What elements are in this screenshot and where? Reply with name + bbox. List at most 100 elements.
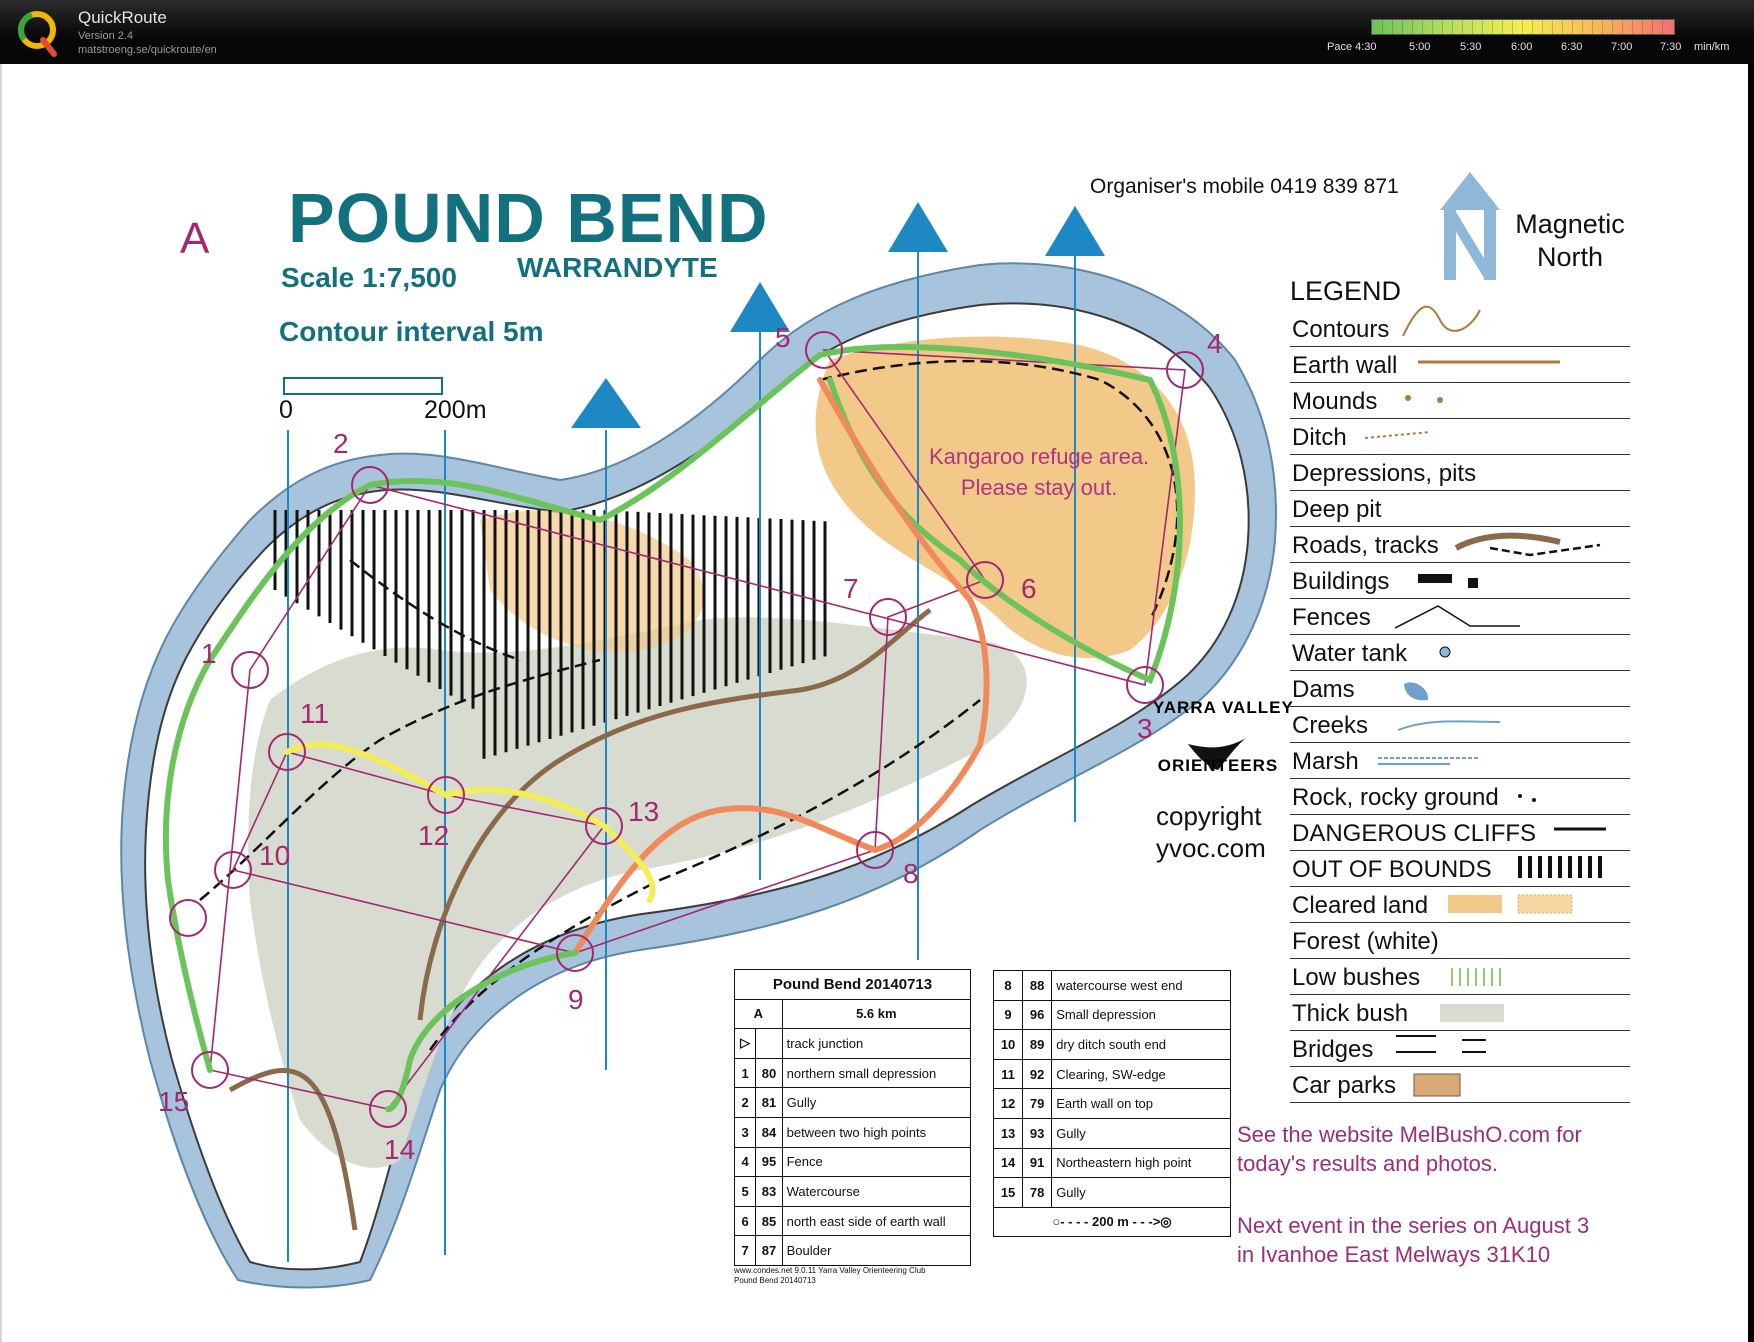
legend-item: Cleared land [1292,892,1429,919]
control-code: 89 [1022,1029,1053,1060]
pace-bar-tick [1452,20,1453,34]
finish-circle-icon: - - ->◎ [1132,1214,1172,1230]
road [417,608,932,1021]
pace-color-bar [1371,19,1675,35]
road [228,1067,358,1231]
legend-underline [1290,994,1630,995]
pace-bar-tick [1472,20,1473,34]
control-number: 2 [333,428,349,459]
finish-distance: 200 m [1091,1214,1129,1230]
tracks [199,359,1179,1051]
legend-underline [1290,850,1630,851]
map-title: POUND BEND [288,179,769,257]
pace-bar-tick [1592,20,1593,34]
pace-bar-tick [1632,20,1633,34]
club-logo-text: YARRA VALLEY ORIENTEERS [1153,698,1293,776]
legend-underline [1290,1030,1630,1031]
pace-bar-tick [1462,20,1463,34]
control-desc: Small depression [1051,999,1231,1031]
pace-label: 7:30 [1660,41,1682,53]
map-scale: Scale 1:7,500 [281,262,457,293]
control-number: 1 [201,638,217,669]
pace-bar-tick [1392,20,1393,34]
legend-item: Thick bush [1292,1000,1409,1027]
pace-bar-tick [1642,20,1643,34]
control-num: 2 [733,1087,757,1118]
magnetic-north-icon [1440,172,1500,280]
pace-unit: min/km [1694,41,1730,53]
start-triangle-icon: ▷ [733,1028,757,1059]
gps-route [162,344,1183,1113]
legend-item: Roads, tracks [1292,532,1439,559]
legend-item: Water tank [1292,640,1408,667]
control-desc: dry ditch south end [1051,1029,1231,1060]
control-code: 91 [1022,1147,1053,1179]
quickroute-header: QuickRoute Version 2.4 matstroeng.se/qui… [0,0,1754,64]
control-number: 8 [903,858,919,889]
app-url[interactable]: matstroeng.se/quickroute/en [78,44,217,56]
control-num: 15 [992,1177,1024,1208]
control-number: 14 [384,1134,416,1165]
control-desc: Gully [1051,1177,1231,1208]
cleared-land [815,336,1195,659]
control-desc: watercourse west end [1051,970,1231,1001]
scalebar-start: 0 [279,396,293,424]
pace-bar-tick [1382,20,1383,34]
scalebar-end: 200m [424,396,487,424]
legend-underline [1290,634,1630,635]
legend-underline [1290,958,1630,959]
legend-item: Fences [1292,604,1371,631]
legend-underline [1290,1066,1630,1067]
website-line-2: today's results and photos. [1237,1151,1499,1176]
refuge-line-2: Please stay out. [960,475,1118,500]
pace-bar-tick [1602,20,1603,34]
control-number: 15 [158,1086,190,1117]
control-number: 9 [568,984,584,1015]
course-table-title: Pound Bend 20140713 [734,969,971,1000]
pace-bar-tick [1562,20,1563,34]
app-name: QuickRoute [78,8,167,27]
legend-item: Buildings [1292,568,1390,595]
pace-bar-tick [1432,20,1433,34]
control-num: 6 [733,1205,757,1237]
start-description: track junction [781,1028,972,1059]
legend-underline [1290,526,1630,527]
legend-item: Creeks [1292,712,1369,739]
quickroute-logo-icon [18,11,57,57]
magnetic-north-label: Magnetic North [1515,209,1625,272]
pace-bar-tick [1572,20,1573,34]
pace-bar-tick [1542,20,1543,34]
legend-underline [1290,418,1630,419]
control-num: 10 [992,1029,1024,1060]
pace-label: Pace 4:30 [1327,41,1377,53]
course-name: A [734,998,783,1030]
control-desc: northern small depression [781,1057,972,1089]
next-event-note: Next event in the series on August 3 in … [1237,1211,1589,1269]
pace-bar-tick [1582,20,1583,34]
next-line-2: in Ivanhoe East Melways 31K10 [1237,1242,1551,1267]
legend-underline [1290,778,1630,779]
control-code: 80 [755,1057,783,1089]
legend-underline [1290,1102,1630,1103]
refuge-line-1: Kangaroo refuge area. [929,444,1150,469]
legend-underline [1290,490,1630,491]
pace-bar-tick [1522,20,1523,34]
map-canvas[interactable] [0,64,1748,1342]
finish-start-circle-icon: ○- - - - [1052,1214,1089,1230]
legend-item: Rock, rocky ground [1292,784,1499,811]
organiser-mobile: Organiser's mobile 0419 839 871 [1090,175,1399,198]
control-code: 93 [1022,1117,1053,1149]
control-num: 4 [733,1146,757,1178]
map-subtitle: WARRANDYTE [517,252,718,283]
